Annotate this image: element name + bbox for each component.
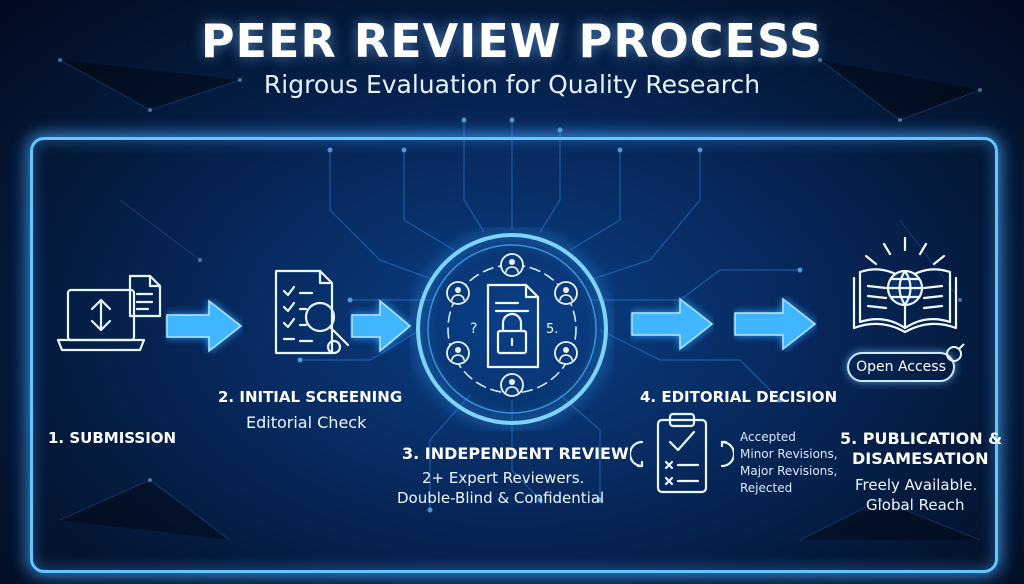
outcome-major-revisions: Major Revisions, — [740, 464, 838, 478]
step-5-title-line2: DISAMESATION — [852, 449, 989, 468]
step-2-subtitle: Editorial Check — [246, 413, 367, 432]
step-3-title: 3. INDEPENDENT REVIEW — [402, 444, 629, 463]
step-5-subtitle-line1: Freely Available. — [855, 476, 978, 494]
step-3-subtitle-line1: 2+ Expert Reviewers. — [422, 469, 585, 487]
step-2-title: 2. INITIAL SCREENING — [218, 388, 403, 406]
open-book-globe-icon — [846, 234, 964, 338]
flow-arrow-3 — [631, 297, 714, 351]
clipboard-checklist-icon — [630, 410, 734, 496]
flow-arrow-1 — [166, 299, 243, 353]
page-title: PEER REVIEW PROCESS — [200, 14, 824, 68]
refresh-left-icon — [630, 440, 644, 468]
step-3-subtitle-line2: Double-Blind & Confidential — [397, 489, 605, 507]
step-5-subtitle-line2: Global Reach — [866, 496, 965, 514]
step-5-title-line1: 5. PUBLICATION & — [840, 429, 1003, 448]
laptop-upload-icon — [56, 272, 166, 364]
open-access-badge: Open Access — [847, 352, 955, 382]
count-mark: 5. — [546, 322, 558, 337]
locked-document-reviewers-icon: ? 5. — [410, 227, 614, 431]
page-subtitle: Rigrous Evaluation for Quality Research — [263, 70, 761, 99]
outcome-accepted: Accepted — [740, 430, 796, 444]
step-1-title: 1. SUBMISSION — [48, 429, 177, 447]
step-4-title: 4. EDITORIAL DECISION — [640, 388, 838, 406]
outcome-minor-revisions: Minor Revisions, — [740, 447, 838, 461]
question-mark: ? — [470, 321, 477, 337]
checklist-magnifier-icon — [268, 265, 358, 361]
process-frame — [30, 137, 998, 573]
badge-pin-icon — [946, 343, 965, 362]
flow-arrow-2 — [351, 299, 412, 353]
flow-arrow-4 — [734, 297, 817, 351]
outcome-rejected: Rejected — [740, 481, 793, 495]
refresh-right-icon — [720, 440, 734, 468]
